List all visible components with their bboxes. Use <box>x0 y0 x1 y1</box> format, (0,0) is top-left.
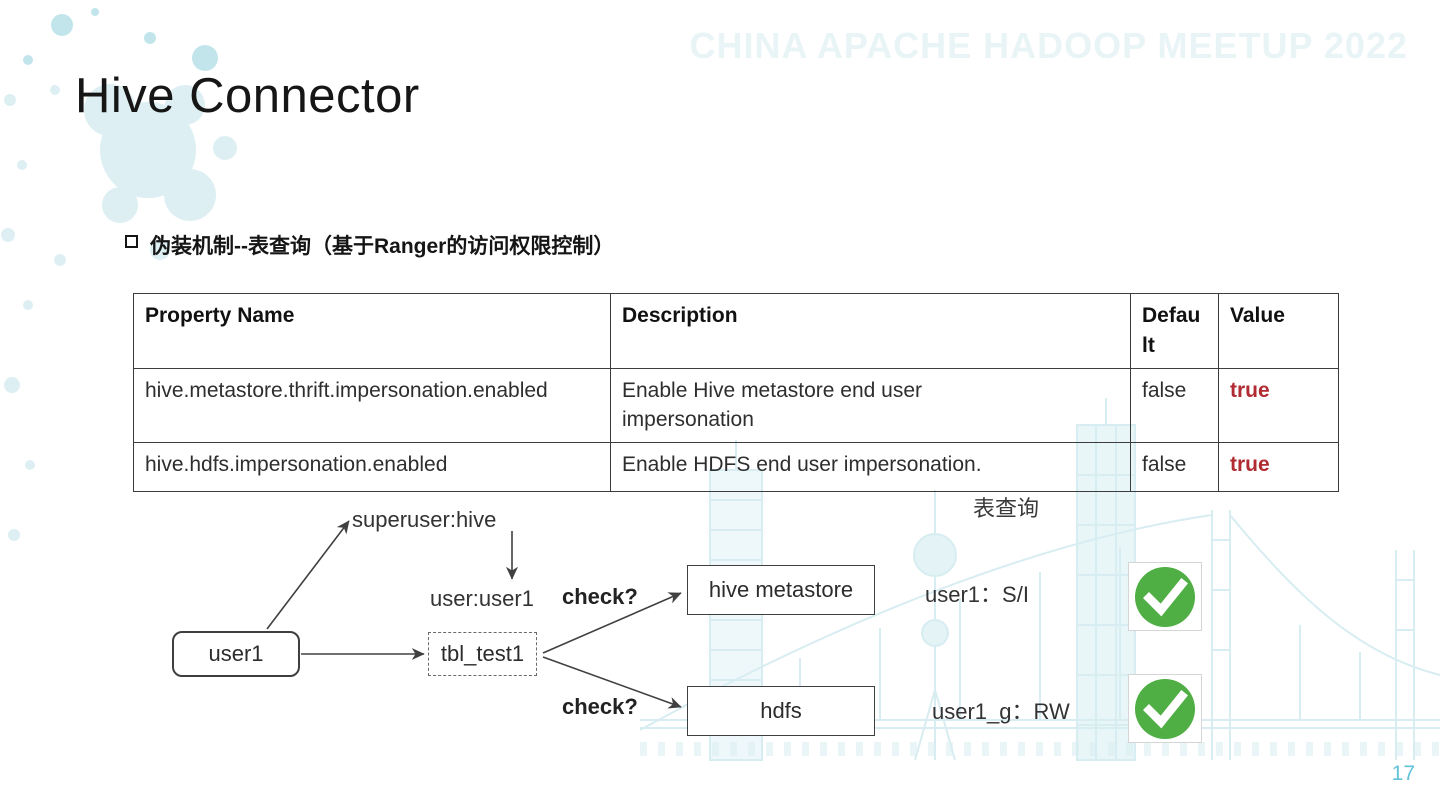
hdfs-node: hdfs <box>687 686 875 736</box>
cell-value: true <box>1218 367 1339 444</box>
green-check-icon <box>1135 566 1195 627</box>
cell-description: Enable HDFS end user impersonation. <box>610 442 1131 493</box>
properties-table: Property Name Description Default Value … <box>133 293 1339 493</box>
hdfs-permission-label: user1_g：RW <box>932 699 1070 724</box>
header-description: Description <box>610 293 1131 369</box>
cell-value: true <box>1218 442 1339 493</box>
header-value: Value <box>1218 293 1339 369</box>
event-watermark: CHINA APACHE HADOOP MEETUP 2022 <box>689 25 1408 66</box>
page-number: 17 <box>1391 762 1415 785</box>
cell-property: hive.hdfs.impersonation.enabled <box>133 442 611 493</box>
table-header-row: Property Name Description Default Value <box>133 293 1339 369</box>
square-bullet-icon <box>125 235 138 248</box>
metastore-permission-label: user1：S/I <box>925 582 1029 607</box>
metastore-allowed-badge <box>1128 562 1202 631</box>
green-check-icon <box>1135 678 1195 739</box>
table-row: hive.metastore.thrift.impersonation.enab… <box>133 367 1339 444</box>
table-row: hive.hdfs.impersonation.enabled Enable H… <box>133 442 1339 493</box>
cell-property: hive.metastore.thrift.impersonation.enab… <box>133 367 611 444</box>
check-metastore-label: check? <box>562 584 638 609</box>
superuser-label: superuser:hive <box>352 507 497 532</box>
user1-node: user1 <box>172 631 300 677</box>
cell-description: Enable Hive metastore end user impersona… <box>610 367 1131 444</box>
slide-title: Hive Connector <box>75 69 420 123</box>
header-property-name: Property Name <box>133 293 611 369</box>
bullet-heading-text: 伪装机制--表查询（基于Ranger的访问权限控制） <box>150 235 615 258</box>
impersonated-user-label: user:user1 <box>430 586 534 611</box>
tbl-test1-node: tbl_test1 <box>428 632 537 676</box>
hdfs-allowed-badge <box>1128 674 1202 743</box>
cell-default: false <box>1130 367 1219 444</box>
bullet-heading: 伪装机制--表查询（基于Ranger的访问权限控制） <box>125 230 614 260</box>
hive-metastore-node: hive metastore <box>687 565 875 615</box>
check-hdfs-label: check? <box>562 694 638 719</box>
header-default: Default <box>1130 293 1219 369</box>
cell-default: false <box>1130 442 1219 493</box>
table-query-caption: 表查询 <box>973 496 1040 521</box>
